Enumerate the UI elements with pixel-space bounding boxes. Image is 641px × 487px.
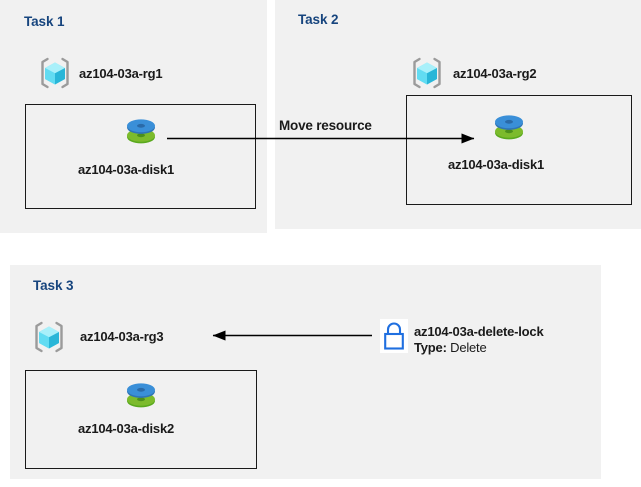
disk-label-3: az104-03a-disk2 (78, 421, 175, 436)
task-panel-3 (10, 265, 601, 479)
resource-box-1 (25, 104, 256, 209)
task-2-title: Task 2 (298, 12, 339, 27)
managed-disk-icon (122, 114, 160, 150)
resource-box-3 (25, 370, 257, 469)
lock-type-key: Type: (414, 339, 451, 355)
lock-details: az104-03a-delete-lock Type: Delete (414, 324, 544, 356)
lock-type-value: Delete (450, 339, 487, 355)
resource-group-label-3: az104-03a-rg3 (80, 329, 164, 344)
task-panel-2 (275, 0, 641, 229)
resource-group-icon (410, 56, 444, 90)
task-panel-1 (0, 0, 267, 233)
disk-label-2: az104-03a-disk1 (448, 157, 545, 172)
lock-icon (380, 319, 408, 353)
disk-label-1: az104-03a-disk1 (78, 162, 175, 177)
resource-group-label-1: az104-03a-rg1 (79, 66, 163, 81)
move-resource-label: Move resource (279, 118, 372, 133)
lock-type-row: Type: Delete (414, 340, 543, 356)
resource-group-icon (38, 56, 72, 90)
resource-group-label-2: az104-03a-rg2 (453, 66, 537, 81)
lock-name: az104-03a-delete-lock (414, 324, 544, 339)
resource-box-2 (406, 95, 632, 205)
resource-group-icon (32, 320, 66, 354)
task-1-title: Task 1 (24, 14, 65, 29)
managed-disk-icon (122, 378, 160, 414)
task-3-title: Task 3 (33, 278, 74, 293)
managed-disk-icon (490, 110, 528, 146)
